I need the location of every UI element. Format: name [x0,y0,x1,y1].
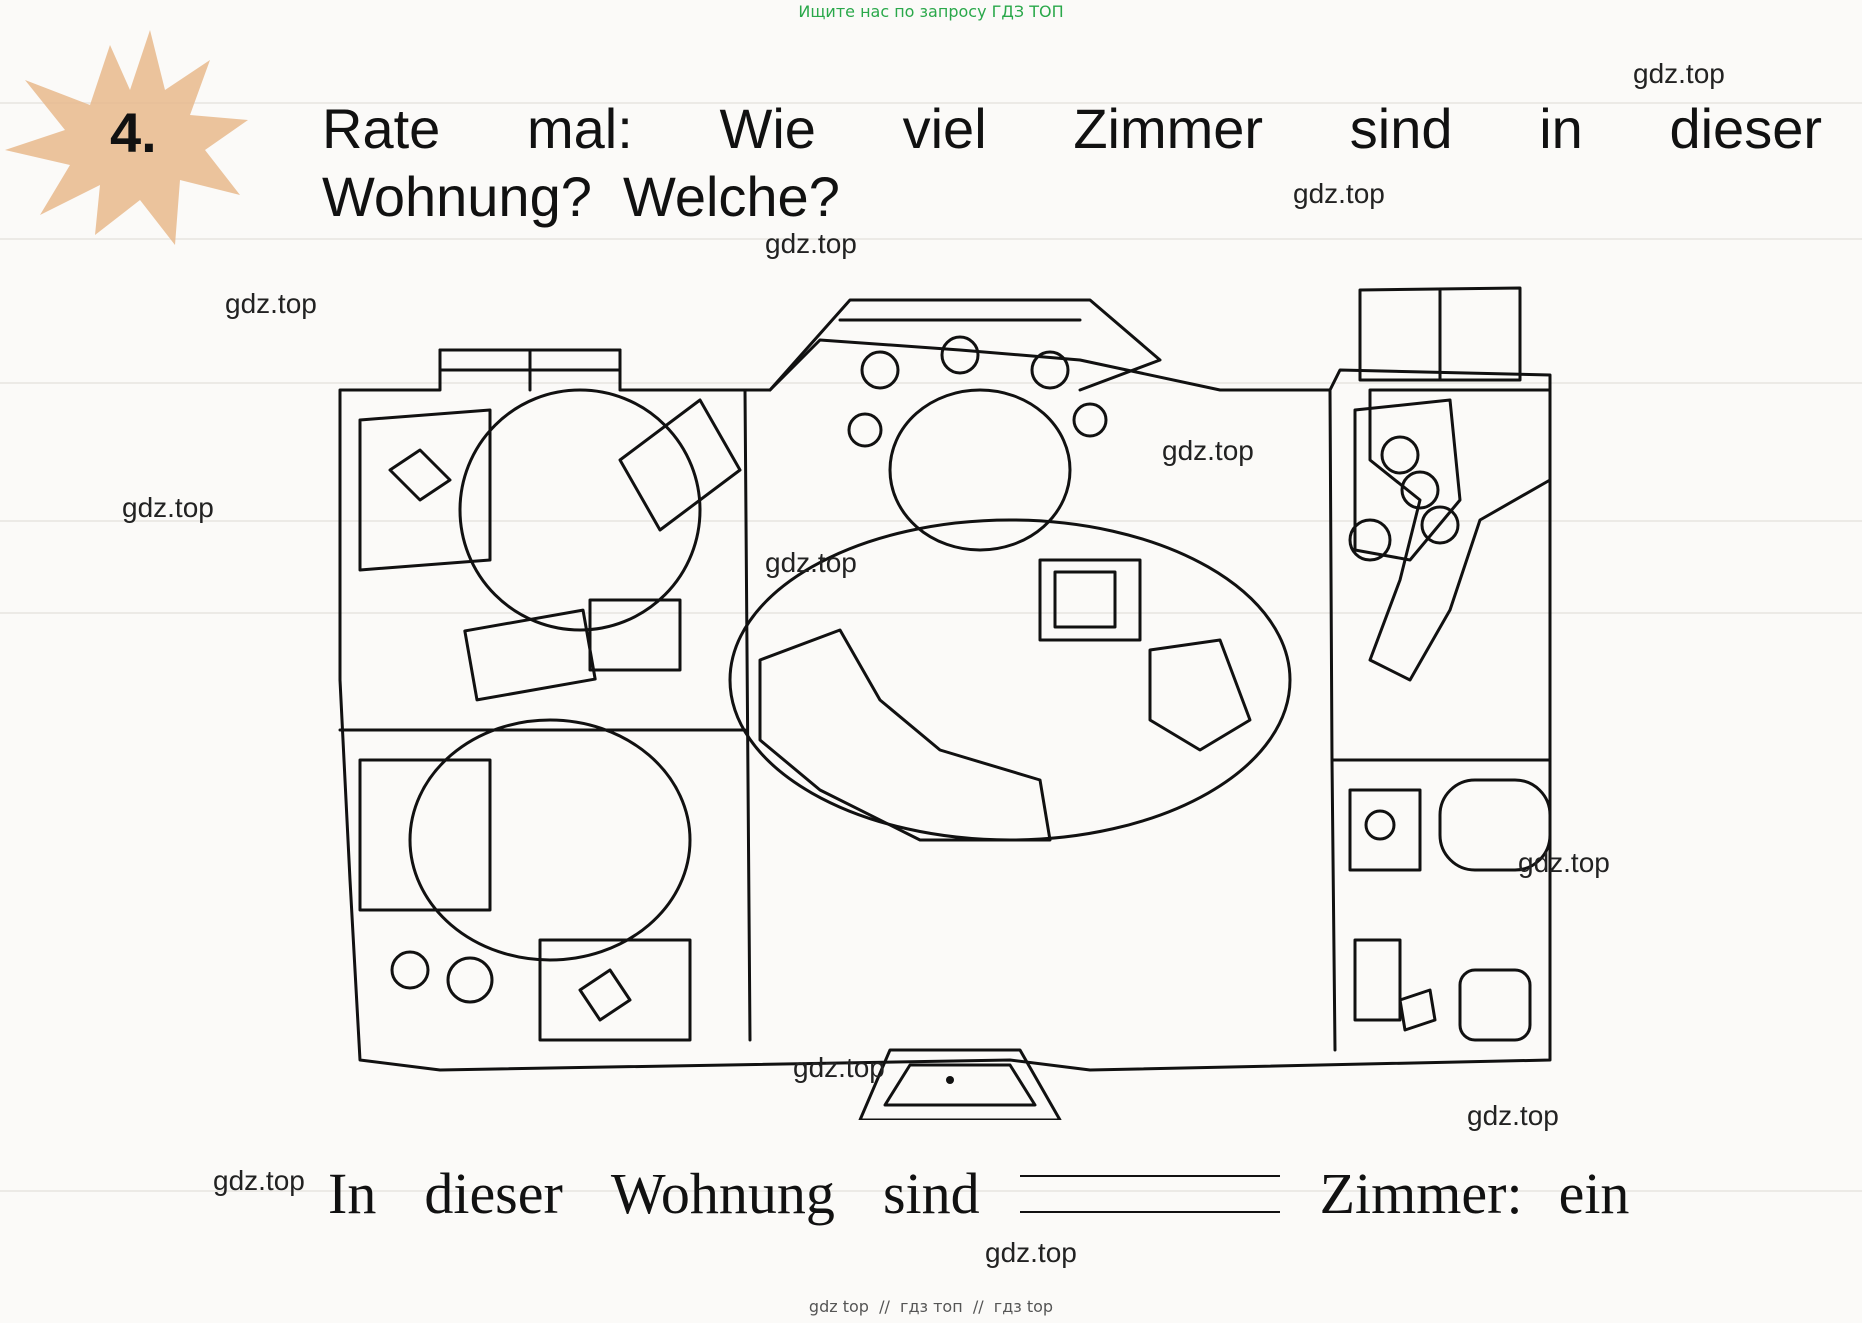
answer-word: Zimmer: [1319,1161,1523,1226]
top-note[interactable]: Ищите нас по запросу ГДЗ ТОП [798,2,1064,21]
watermark-text: gdz.top [225,288,317,319]
watermark-text: gdz.top [122,492,214,523]
apartment-floor-plan-illustration [320,280,1670,1122]
answer-blank-line[interactable] [1019,1163,1280,1213]
watermark-text: gdz.top [1633,58,1725,89]
floor-plan-drawing [338,286,1552,1122]
watermark-text: gdz.top [793,1052,885,1083]
answer-word: dieser [424,1161,563,1226]
watermark-text: gdz.top [985,1237,1077,1268]
watermark-text: gdz.top [1293,178,1385,209]
watermark-text: gdz.top [1162,435,1254,466]
task-word: Zimmer [1073,97,1264,160]
ink-splat-decoration [5,30,248,245]
task-word: Rate [322,97,441,160]
task-word: sind [1349,97,1453,160]
watermark-text: gdz.top [1467,1100,1559,1131]
watermark-text: gdz.top [213,1165,305,1196]
watermark-text: gdz.top [765,547,857,578]
bottom-note[interactable]: gdz top // гдз топ // гдз top [808,1297,1054,1316]
answer-sentence: In dieser Wohnung sind Zimmer: ein [328,1160,1828,1227]
task-question: Rate mal: Wie viel Zimmer sind in dieser… [322,95,1822,231]
task-word: in [1539,97,1583,160]
task-question-line-1: Rate mal: Wie viel Zimmer sind in dieser [322,95,1822,163]
answer-word: Wohnung [610,1161,835,1226]
answer-word: sind [882,1161,980,1226]
task-word: dieser [1669,97,1822,160]
watermark-text: gdz.top [1518,847,1610,878]
task-number: 4. [110,101,157,164]
answer-word: ein [1558,1161,1630,1226]
task-word: mal: [526,97,633,160]
watermark-text: gdz.top [765,228,857,259]
task-question-line-2: Wohnung? Welche? [322,165,840,228]
answer-word: In [328,1161,377,1226]
task-word: viel [902,97,987,160]
task-word: Wie [719,97,816,160]
